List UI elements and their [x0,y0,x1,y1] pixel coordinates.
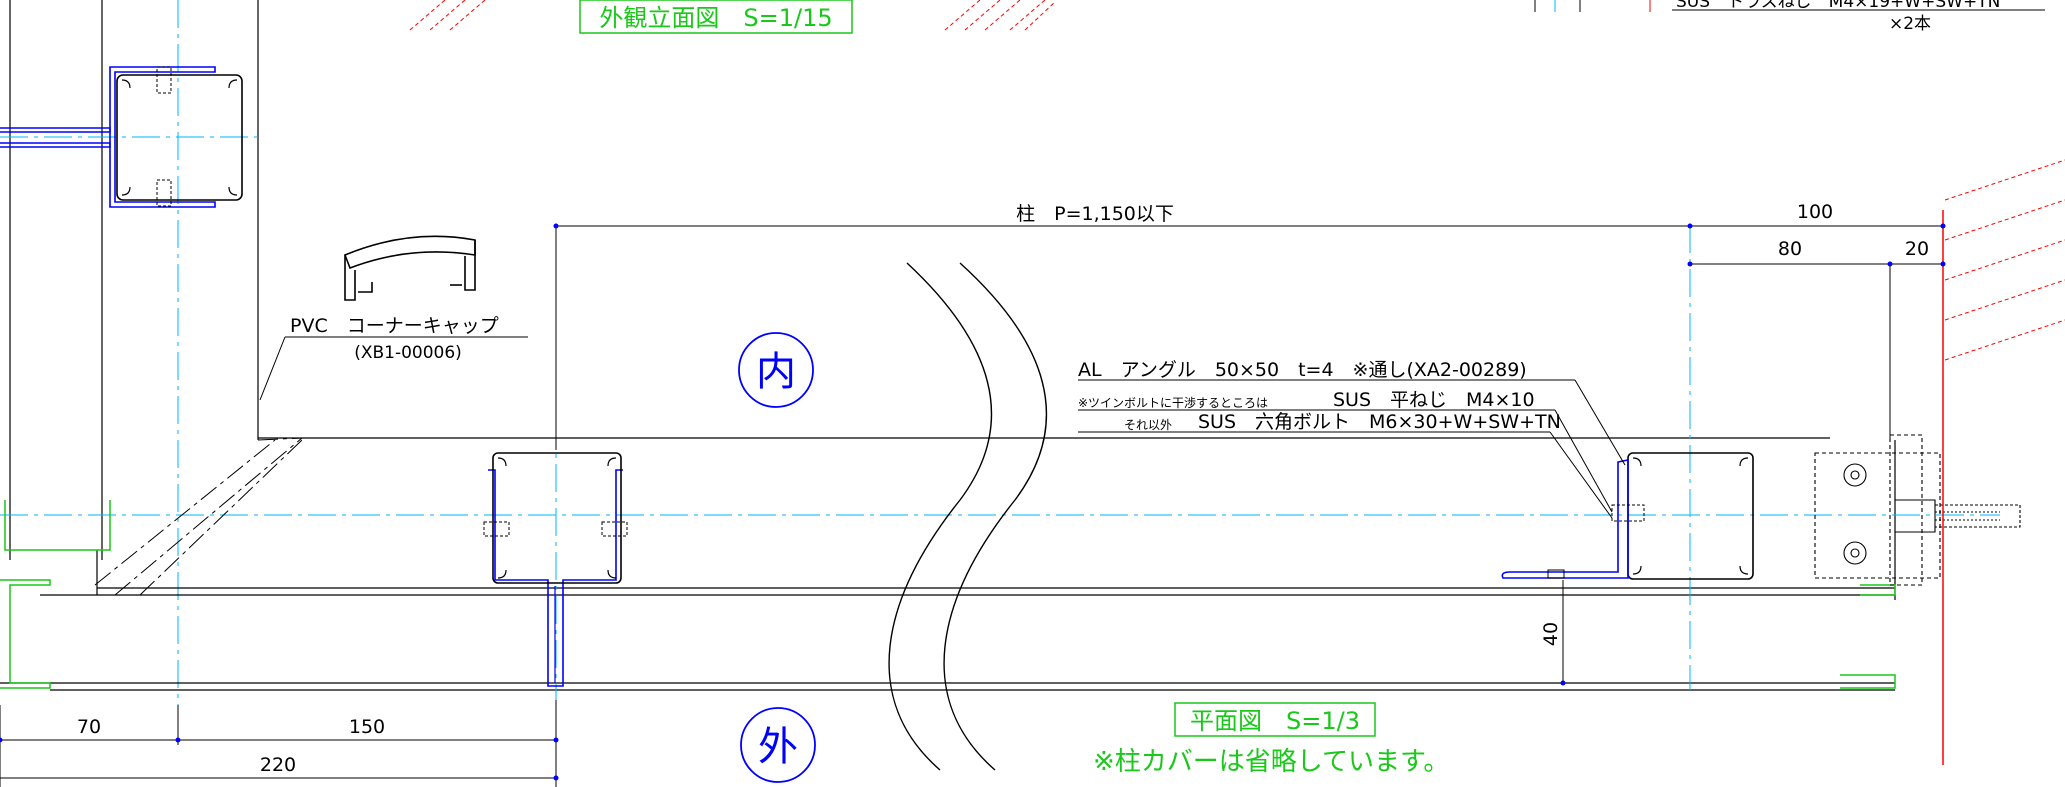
dimension-dots [0,223,1946,781]
right-post-section [1501,452,1754,580]
top-note-line2: ×2本 [1889,14,1931,34]
elevation-title-box [579,0,853,34]
sus-else-small: それ以外 [1124,418,1172,432]
plan-title-box [1174,702,1376,737]
sus-note-small: ※ツインボルトに干渉するところは [1078,395,1268,410]
pvc-label-line1: PVC コーナーキャップ [290,315,499,337]
dim-150: 150 [349,716,385,738]
elevation-post-section [109,66,243,208]
dim-70: 70 [77,716,101,738]
outside-marker: 外 [740,707,816,783]
dim-pitch: 柱 P=1,150以下 [1016,203,1174,225]
top-center-marks [1534,0,1651,12]
anchor-bolt [1814,434,2021,586]
inside-marker: 内 [738,332,814,408]
break-curves [888,262,1047,771]
dim-80: 80 [1778,238,1802,260]
svg-text:内: 内 [756,349,796,395]
dim-20: 20 [1905,238,1929,260]
right-wall-hatching [1944,159,2065,361]
plan-lines [0,437,1896,691]
plan-note: ※柱カバーは省略しています。 [1093,747,1449,777]
dim-40: 40 [1540,622,1562,646]
top-note-line1: SUS トラスねじ M4×19+W+SW+TN [1676,0,2000,12]
pvc-corner-cap-illustration [343,235,476,301]
left-column-lines [9,0,259,560]
svg-text:外: 外 [758,724,798,770]
green-corner-marks [0,500,1896,689]
dimension-lines [0,225,1943,787]
mid-post-section [483,452,628,687]
angle-label: AL アングル 50×50 t=4 ※通し(XA2-00289) [1078,359,1527,381]
pvc-label-line2: (XB1-00006) [354,343,462,363]
sus-hex-label: SUS 六角ボルト M6×30+W+SW+TN [1198,411,1561,433]
dim-100: 100 [1797,201,1833,223]
annotation-leaders [1078,379,1626,519]
sus-flat-label: SUS 平ねじ M4×10 [1333,389,1535,411]
pvc-leader [259,336,286,401]
top-hatching [409,0,1056,31]
plan-title: 平面図 S=1/3 [1190,707,1360,735]
elevation-title: 外観立面図 S=1/15 [599,4,832,32]
corner-dash-lines [94,437,303,596]
dim-220: 220 [260,754,296,776]
